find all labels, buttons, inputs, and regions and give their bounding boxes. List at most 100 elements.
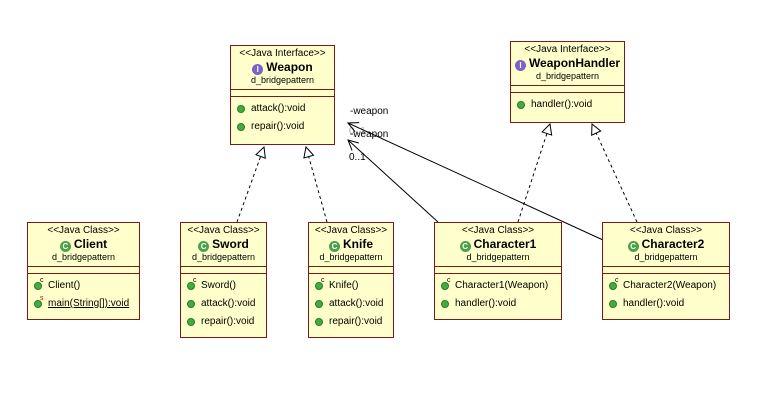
operation-item: handler():void [511,96,624,114]
operation-signature: handler():void [623,298,685,309]
class-name-text: Character1 [473,237,537,251]
operations-compartment: c Character1(Weapon) handler():void [435,274,561,315]
package-label: d_bridgepattern [319,252,383,262]
role-label-bottom: -weapon [350,129,389,140]
class-icon: C [329,241,340,252]
package-label: d_bridgepattern [535,71,600,81]
public-method-icon [441,282,449,290]
public-method-icon [609,282,617,290]
stereotype-label: <<Java Interface>> [524,44,611,55]
operation-item: repair():void [309,313,393,331]
attributes-compartment [511,86,624,93]
operation-signature: Character2(Weapon) [623,280,717,291]
stereotype-label: <<Java Interface>> [239,48,326,59]
realization-knife-weapon [306,147,328,223]
constructor-badge: c [40,277,44,284]
operation-item: attack():void [181,295,266,313]
role-label-top: -weapon [350,106,389,117]
class-icon: C [627,241,639,252]
attributes-compartment [181,267,266,274]
interface-icon: I [252,64,264,75]
operation-signature: repair():void [329,316,383,327]
realization-character2-weaponhandler [592,124,638,223]
operation-item: attack():void [231,100,334,118]
operation-signature: handler():void [455,298,517,309]
stereotype-label: <<Java Class>> [187,225,260,236]
operations-compartment: attack():void repair():void [231,97,334,138]
operation-item: handler():void [603,295,729,313]
attributes-compartment [603,267,729,274]
operation-signature: attack():void [329,298,384,309]
package-label: d_bridgepattern [250,75,315,85]
operation-signature: attack():void [201,298,256,309]
public-method-icon [315,282,323,290]
multiplicity-label-bottom: 0..1 [349,152,366,163]
stereotype-label: <<Java Class>> [47,225,120,236]
stereotype-label: <<Java Class>> [461,225,535,236]
package-label: d_bridgepattern [466,252,530,262]
public-method-icon [441,300,449,308]
stereotype-label: <<Java Class>> [629,225,703,236]
package-label: d_bridgepattern [191,252,256,262]
attributes-compartment [231,90,334,97]
public-method-icon [237,105,245,113]
public-method-icon [517,101,525,109]
attributes-compartment [309,267,393,274]
operation-signature: repair():void [251,121,305,132]
operation-item: c Character1(Weapon) [435,277,561,295]
constructor-badge: c [193,277,197,284]
operation-signature: Client() [48,280,81,291]
public-method-icon [187,300,195,308]
public-method-icon [34,282,42,290]
multiplicity-label-top: 0..1 [349,126,366,137]
public-method-icon [187,318,195,326]
realization-sword-weapon [236,147,264,223]
package-label: d_bridgepattern [51,252,116,262]
operation-item: repair():void [231,118,334,136]
class-icon: C [459,241,471,252]
operation-signature: main(String[]):void [48,298,130,309]
class-icon: C [198,241,210,252]
constructor-badge: c [447,277,451,284]
attributes-compartment [435,267,561,274]
class-name-text: Weapon [266,60,313,74]
interface-icon: I [514,60,526,71]
operation-signature: repair():void [201,316,255,327]
association-character2-weapon [348,123,604,241]
operations-compartment: handler():void [511,93,624,116]
operation-item: c Client() [28,277,139,295]
class-name-text: Knife [343,237,373,251]
operation-signature: Character1(Weapon) [455,280,549,291]
operation-item: handler():void [435,295,561,313]
public-method-icon [34,300,42,308]
constructor-badge: c [321,277,325,284]
class-name-text: WeaponHandler [528,56,621,70]
class-icon: C [59,241,71,252]
public-method-icon [237,123,245,131]
operation-signature: attack():void [251,103,306,114]
